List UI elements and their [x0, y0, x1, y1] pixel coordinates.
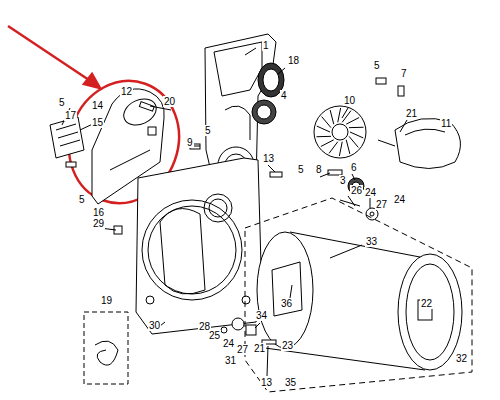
- lint-grille: [50, 117, 84, 158]
- callout-number: 5: [78, 194, 86, 205]
- callout-number: 5: [204, 125, 212, 136]
- fan-blade: [349, 127, 364, 128]
- callout-number: 16: [92, 207, 105, 218]
- fan-blade: [339, 142, 342, 156]
- callout-number: 13: [262, 153, 275, 164]
- callout-number: 15: [91, 117, 104, 128]
- callout-number: 5: [58, 97, 66, 108]
- fan-blade: [342, 111, 351, 123]
- callout-number: 33: [365, 236, 378, 247]
- callout-number: 18: [287, 55, 300, 66]
- blower-seal: [252, 100, 276, 124]
- callout-number: 20: [163, 96, 176, 107]
- fan-blade: [317, 126, 330, 132]
- belt-box: [84, 312, 128, 384]
- leader-lines: [62, 48, 425, 376]
- callout-number: 24: [222, 338, 235, 349]
- callout-number: 35: [284, 377, 297, 388]
- roller-shaft: [340, 196, 360, 206]
- callout-number: 3: [339, 175, 347, 186]
- fan-blade: [346, 140, 350, 154]
- callout-number: 6: [350, 162, 358, 173]
- callout-number: 24: [393, 194, 406, 205]
- callout-number: 21: [405, 108, 418, 119]
- callout-number: 4: [280, 90, 288, 101]
- callout-number: 26: [350, 185, 363, 196]
- fan-blade: [322, 117, 331, 128]
- fan-blade: [349, 136, 358, 147]
- callout-number: 31: [224, 355, 237, 366]
- fan-blade: [330, 110, 334, 124]
- callout-number: 13: [260, 377, 273, 388]
- fan-blade: [350, 132, 363, 138]
- callout-number: 19: [100, 295, 113, 306]
- fan-blade: [321, 140, 334, 147]
- callout-number: 8: [315, 164, 323, 175]
- callout-number: 5: [373, 60, 381, 71]
- callout-number: 14: [91, 100, 104, 111]
- fan-blade: [316, 136, 331, 137]
- callout-number: 7: [400, 68, 408, 79]
- drum-assembly-outline: [245, 198, 472, 392]
- fan-blade: [346, 118, 359, 125]
- callout-number: 5: [297, 164, 305, 175]
- callout-number: 27: [375, 199, 388, 210]
- callout-number: 23: [281, 340, 294, 351]
- callout-number: 32: [455, 353, 468, 364]
- callout-number: 30: [148, 320, 161, 331]
- drive-motor: [378, 118, 460, 168]
- callout-number: 10: [343, 95, 356, 106]
- callout-number: 21: [253, 343, 266, 354]
- callout-number: 25: [208, 330, 221, 341]
- dryer-drum: [257, 232, 462, 370]
- fan-blade: [338, 108, 341, 122]
- hardware: [66, 78, 404, 344]
- callout-number: 34: [255, 310, 268, 321]
- callout-number: 9: [186, 137, 194, 148]
- callout-number: 22: [420, 298, 433, 309]
- callout-number: 1: [262, 40, 270, 51]
- callout-number: 27: [236, 344, 249, 355]
- callout-number: 29: [92, 218, 105, 229]
- drive-belt: [95, 341, 118, 365]
- front-bulkhead: [136, 158, 262, 334]
- callout-number: 12: [120, 86, 133, 97]
- callout-number: 11: [440, 118, 452, 129]
- blower-wheel: [314, 106, 366, 158]
- callout-number: 24: [364, 187, 377, 198]
- callout-number: 36: [280, 298, 293, 309]
- fan-blade: [329, 142, 338, 154]
- callout-number: 17: [64, 110, 77, 121]
